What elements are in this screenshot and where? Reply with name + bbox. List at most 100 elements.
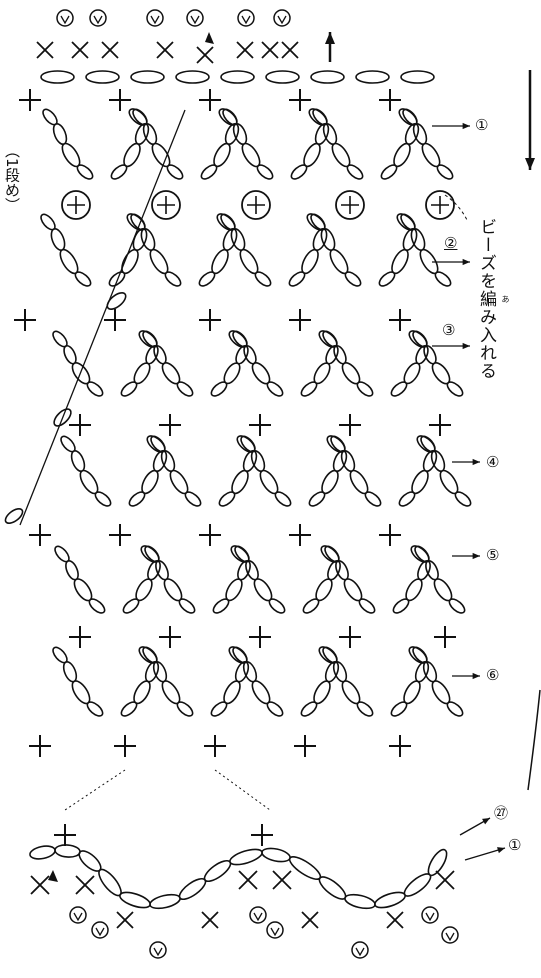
row-label-6: ⑥ xyxy=(486,668,499,683)
dotted-guide-line xyxy=(215,770,270,810)
picot-icon xyxy=(96,928,104,935)
chain-stitch-icon xyxy=(183,490,203,509)
bead-note: ビーズを編み入れる xyxy=(474,218,499,380)
chain-stitch-icon xyxy=(435,163,455,182)
row-label-3: ③ xyxy=(442,323,455,338)
chain-stitch-icon xyxy=(175,700,195,719)
chain-stitch-icon xyxy=(176,875,208,903)
first-row-note: （1段め） xyxy=(2,143,23,213)
chain-stitch-icon xyxy=(409,468,432,496)
chain-stitch-icon xyxy=(391,141,414,169)
picot-icon xyxy=(446,933,454,940)
picot-icon xyxy=(271,928,279,935)
chain-stitch-icon xyxy=(209,247,232,276)
row-label-1: ① xyxy=(475,118,488,133)
picot-icon xyxy=(151,16,159,23)
chain-stitch-icon xyxy=(61,660,79,684)
chain-stitch-icon xyxy=(401,71,434,83)
chain-stitch-icon xyxy=(121,141,144,169)
chain-stitch-icon xyxy=(255,163,275,182)
chain-stitch-icon xyxy=(401,679,423,706)
row-label-5: ⑤ xyxy=(486,548,499,563)
dotted-guide-line xyxy=(65,770,125,810)
start-mark-icon xyxy=(48,870,58,882)
chain-stitch-icon xyxy=(273,490,293,509)
chain-stitch-icon xyxy=(253,270,273,289)
arrow-head-icon xyxy=(497,847,505,853)
chain-stitch-icon xyxy=(229,468,252,496)
chain-stitch-icon xyxy=(301,141,324,169)
direction-arrow-icon xyxy=(525,158,535,170)
picot-icon xyxy=(254,913,262,920)
chain-stitch-icon xyxy=(85,700,105,719)
chain-stitch-icon xyxy=(118,889,152,910)
start-mark-icon xyxy=(205,32,214,44)
chain-stitch-icon xyxy=(344,892,377,911)
ruby-note: あ xyxy=(500,295,511,303)
continuation-curve xyxy=(528,690,540,790)
chain-stitch-icon xyxy=(211,141,234,169)
chain-stitch-icon xyxy=(131,71,164,83)
chain-stitch-icon xyxy=(343,270,363,289)
chain-stitch-icon xyxy=(29,844,56,861)
chain-stitch-icon xyxy=(311,71,344,83)
chain-stitch-icon xyxy=(389,247,412,276)
chain-stitch-icon xyxy=(445,380,465,399)
picot-icon xyxy=(191,16,199,23)
chain-stitch-icon xyxy=(363,490,383,509)
arrow-head-icon xyxy=(473,553,480,559)
chain-stitch-icon xyxy=(316,873,348,902)
picot-icon xyxy=(242,16,250,23)
chain-stitch-icon xyxy=(373,889,407,910)
chain-stitch-icon xyxy=(175,380,195,399)
row-label-edge-1: ① xyxy=(508,838,521,853)
picot-icon xyxy=(356,948,364,955)
chain-stitch-icon xyxy=(139,468,162,496)
chain-stitch-icon xyxy=(177,597,197,616)
chain-stitch-icon xyxy=(221,679,243,706)
chain-stitch-icon xyxy=(131,679,153,706)
chain-stitch-icon xyxy=(266,71,299,83)
chain-stitch-icon xyxy=(265,700,285,719)
chain-stitch-icon xyxy=(163,270,183,289)
chain-stitch-icon xyxy=(201,857,233,885)
arrow-head-icon xyxy=(473,459,480,465)
row-label-4: ④ xyxy=(486,455,499,470)
chain-stitch-icon xyxy=(433,270,453,289)
chain-stitch-icon xyxy=(41,71,74,83)
chain-stitch-icon xyxy=(105,290,129,313)
chain-stitch-icon xyxy=(75,163,95,182)
direction-arrow-icon xyxy=(325,32,335,44)
picot-icon xyxy=(61,16,69,23)
chain-stitch-icon xyxy=(299,247,322,276)
chain-stitch-icon xyxy=(228,846,264,867)
row-label-2: ② xyxy=(444,236,457,251)
chain-stitch-icon xyxy=(85,380,105,399)
arrow-head-icon xyxy=(463,123,470,129)
arrow-head-icon xyxy=(473,673,480,679)
chain-stitch-icon xyxy=(3,506,25,526)
chain-stitch-icon xyxy=(93,490,113,509)
chain-stitch-icon xyxy=(176,71,209,83)
chain-stitch-icon xyxy=(221,71,254,83)
arrow-head-icon xyxy=(463,343,470,349)
chain-stitch-icon xyxy=(445,700,465,719)
picot-icon xyxy=(426,913,434,920)
leader-line xyxy=(445,195,468,222)
diagonal-guide-line xyxy=(20,110,185,525)
chain-stitch-icon xyxy=(265,380,285,399)
chain-stitch-icon xyxy=(356,71,389,83)
chain-stitch-icon xyxy=(119,247,142,276)
picot-icon xyxy=(154,948,162,955)
chain-stitch-icon xyxy=(73,270,93,289)
chain-stitch-icon xyxy=(49,227,68,252)
picot-icon xyxy=(278,16,286,23)
chain-stitch-icon xyxy=(287,853,324,883)
chain-stitch-icon xyxy=(86,71,119,83)
chain-stitch-icon xyxy=(355,380,375,399)
chain-stitch-icon xyxy=(55,844,81,858)
chain-stitch-icon xyxy=(345,163,365,182)
chain-stitch-icon xyxy=(453,490,473,509)
